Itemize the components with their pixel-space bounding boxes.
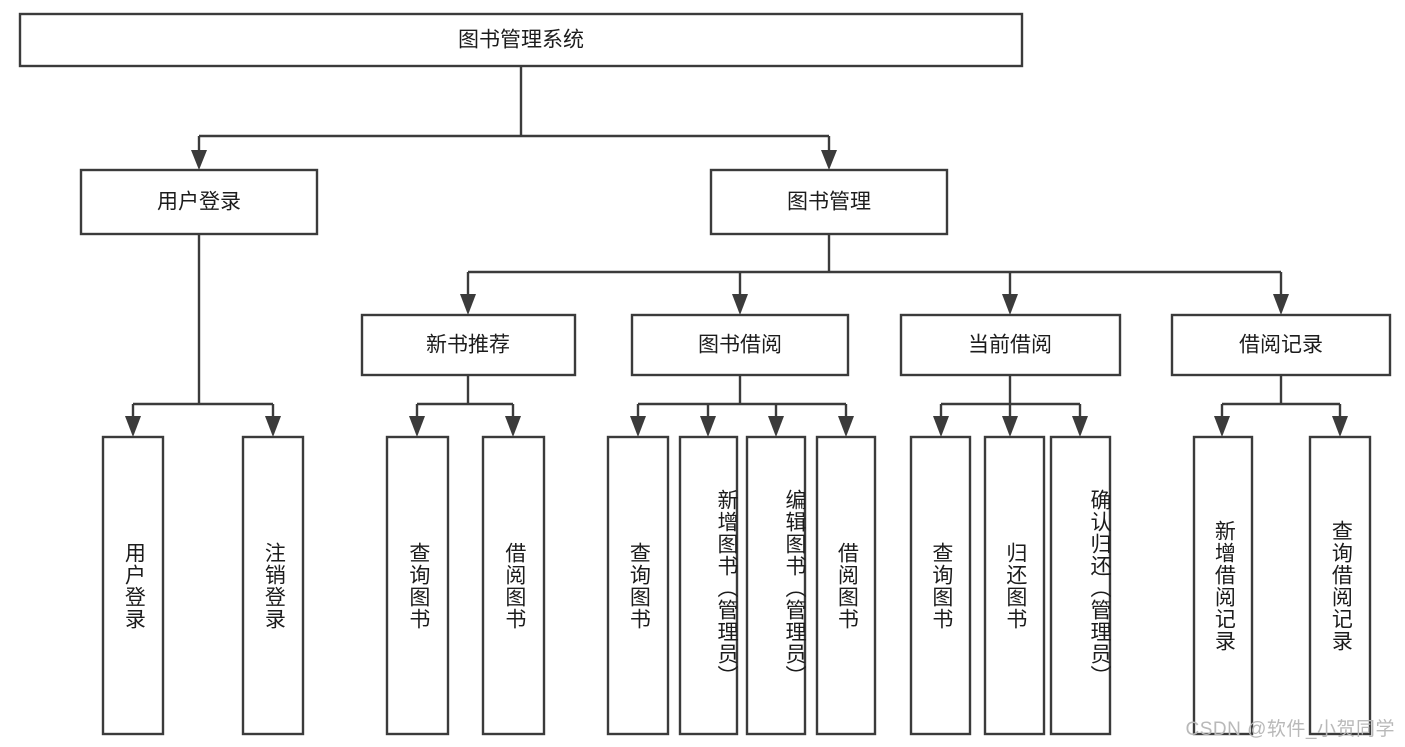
node-box-leaf-logout[interactable] xyxy=(241,435,305,736)
node-box-leaf-query-record[interactable] xyxy=(1308,435,1372,736)
node-label-user-login: 用户登录 xyxy=(157,191,241,214)
node-box-leaf-borrow-book-2[interactable] xyxy=(815,435,877,736)
arrow-head-bookborrow-leaf3 xyxy=(768,416,784,437)
connector-group-root xyxy=(191,66,837,170)
node-box-leaf-add-book[interactable] xyxy=(678,435,739,736)
node-label-book-borrow: 图书借阅 xyxy=(698,334,782,357)
arrow-head-newbook-leaf2 xyxy=(505,416,521,437)
node-box-user-login[interactable] xyxy=(79,168,319,236)
connector-group-borrowrecord xyxy=(1214,375,1348,437)
node-box-leaf-return-book[interactable] xyxy=(983,435,1046,736)
node-box-leaf-add-record[interactable] xyxy=(1192,435,1254,736)
arrow-head-bookborrow-leaf1 xyxy=(630,416,646,437)
node-box-root[interactable] xyxy=(18,12,1024,68)
arrow-head-newbook xyxy=(460,294,476,315)
arrow-head-currentborrow-leaf2 xyxy=(1002,416,1018,437)
csdn-watermark: CSDN @软件_小贺同学 xyxy=(1185,719,1395,740)
node-box-leaf-borrow-book-1[interactable] xyxy=(481,435,546,736)
node-box-new-book-recommend[interactable] xyxy=(360,313,577,377)
connector-group-bookborrow xyxy=(630,375,854,437)
arrow-head-newbook-leaf1 xyxy=(409,416,425,437)
arrow-head-bookborrow-leaf2 xyxy=(700,416,716,437)
arrow-head-logout-leaf xyxy=(265,416,281,437)
node-box-current-borrow[interactable] xyxy=(899,313,1122,377)
arrow-head-borrowrecord-leaf2 xyxy=(1332,416,1348,437)
node-box-book-borrow[interactable] xyxy=(630,313,850,377)
arrow-head-bookmgmt xyxy=(821,150,837,170)
node-box-borrow-record[interactable] xyxy=(1170,313,1392,377)
node-box-leaf-confirm-return[interactable] xyxy=(1049,435,1112,736)
node-label-current-borrow: 当前借阅 xyxy=(968,334,1052,357)
arrow-head-borrowrecord-leaf1 xyxy=(1214,416,1230,437)
connector-group-currentborrow xyxy=(933,375,1088,437)
node-box-leaf-query-book-3[interactable] xyxy=(909,435,972,736)
node-box-leaf-query-book-1[interactable] xyxy=(385,435,450,736)
arrow-head-record xyxy=(1273,294,1289,315)
arrow-head-user-login-leaf xyxy=(125,416,141,437)
node-label-new-book-recommend: 新书推荐 xyxy=(426,334,510,357)
node-box-leaf-edit-book[interactable] xyxy=(745,435,807,736)
node-box-leaf-user-login[interactable] xyxy=(101,435,165,736)
node-label-book-management: 图书管理 xyxy=(787,191,871,214)
arrow-head-currentborrow-leaf3 xyxy=(1072,416,1088,437)
arrow-head-bookborrow-leaf4 xyxy=(838,416,854,437)
connector-group-bookmgmt xyxy=(460,234,1289,315)
connector-group-newbook xyxy=(409,375,521,437)
node-label-root: 图书管理系统 xyxy=(458,29,584,52)
node-box-book-management[interactable] xyxy=(709,168,949,236)
connector-group-userlogin xyxy=(125,234,281,437)
arrow-head-borrow xyxy=(732,294,748,315)
arrow-head-currentborrow-leaf1 xyxy=(933,416,949,437)
arrow-head-userlogin xyxy=(191,150,207,170)
node-label-borrow-record: 借阅记录 xyxy=(1239,334,1323,357)
node-box-leaf-query-book-2[interactable] xyxy=(606,435,670,736)
arrow-head-current xyxy=(1002,294,1018,315)
